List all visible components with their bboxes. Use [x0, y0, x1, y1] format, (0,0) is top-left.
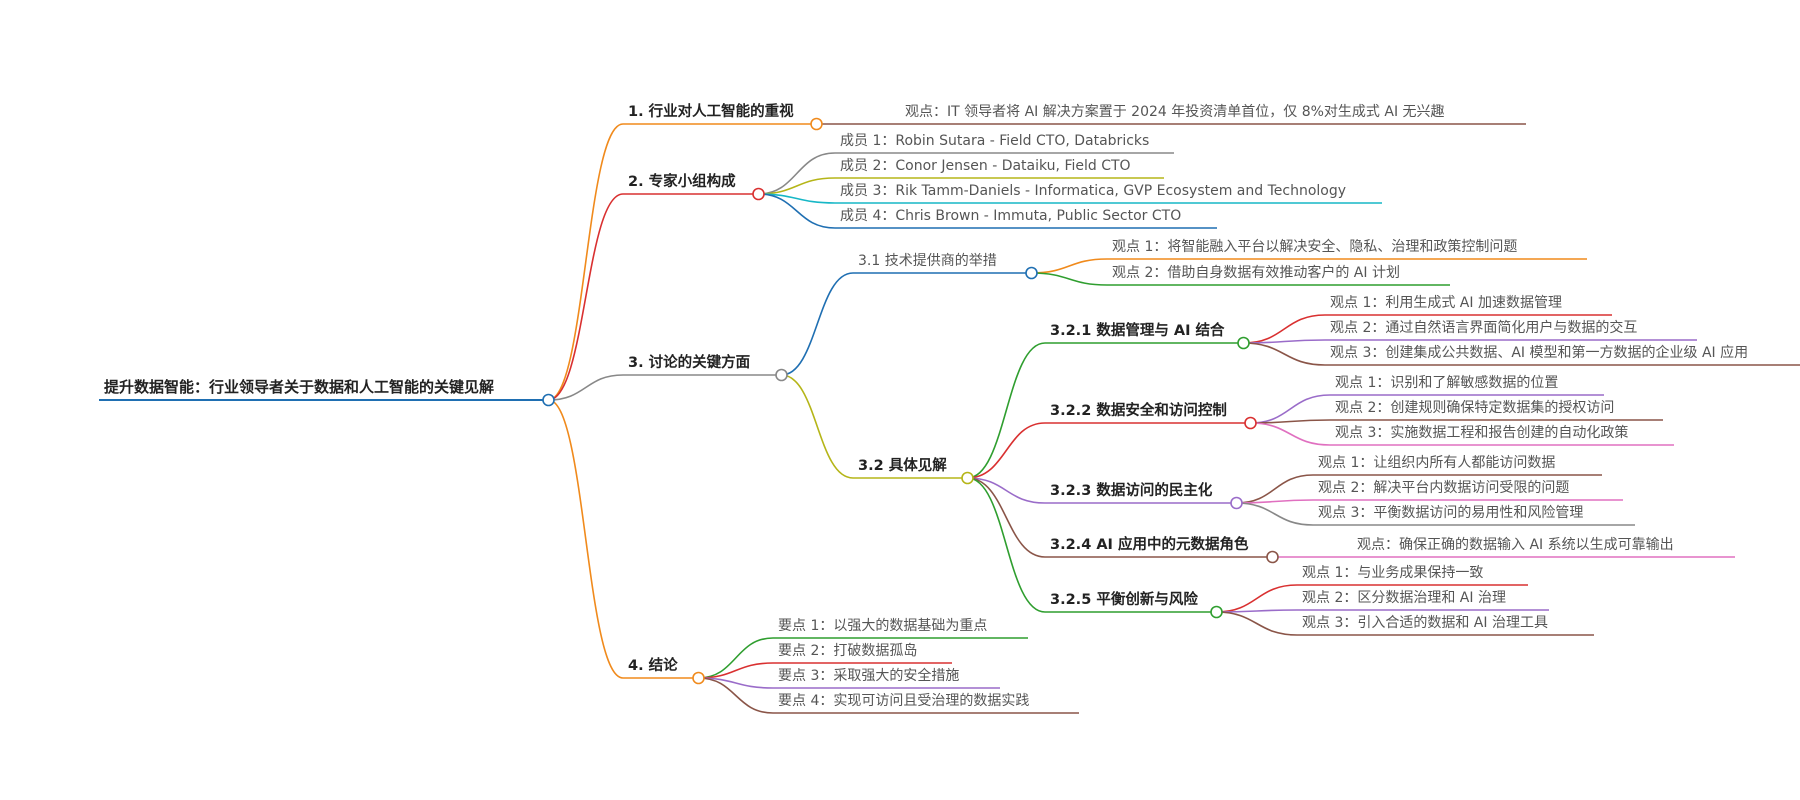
node-2-1-collapse-toggle[interactable]	[961, 471, 974, 485]
node-2-1-1-2-label[interactable]: 观点 3：实施数据工程和报告创建的自动化政策	[1335, 424, 1628, 441]
node-2-1-2-1-label[interactable]: 观点 2：解决平台内数据访问受限的问题	[1318, 480, 1569, 496]
node-2-0-1-label[interactable]: 观点 2：借助自身数据有效推动客户的 AI 计划	[1112, 264, 1400, 281]
node-2-1-4-label[interactable]: 3.2.5 平衡创新与风险	[1050, 590, 1198, 608]
node-2-1-0-connector	[967, 342, 1046, 479]
node-2-1-4-connector	[967, 477, 1046, 613]
node-2-1-2-2-label[interactable]: 观点 3：平衡数据访问的易用性和风险管理	[1318, 505, 1583, 521]
node-3-3-label[interactable]: 要点 4：实现可访问且受治理的数据实践	[778, 693, 1029, 709]
node-2-label[interactable]: 3. 讨论的关键方面	[628, 353, 750, 371]
node-2-0-connector	[781, 272, 854, 376]
node-1-label[interactable]: 2. 专家小组构成	[628, 172, 736, 190]
node-3-1-label[interactable]: 要点 2：打破数据孤岛	[778, 642, 917, 659]
node-2-1-4-2-label[interactable]: 观点 3：引入合适的数据和 AI 治理工具	[1302, 615, 1548, 631]
node-2-1-label[interactable]: 3.2 具体见解	[858, 456, 947, 474]
node-3-label[interactable]: 4. 结论	[628, 656, 678, 674]
node-2-1-4-collapse-toggle[interactable]	[1210, 605, 1223, 619]
node-0-collapse-toggle[interactable]	[810, 117, 823, 131]
node-2-0-0-label[interactable]: 观点 1：将智能融入平台以解决安全、隐私、治理和政策控制问题	[1112, 238, 1517, 255]
node-1-2-label[interactable]: 成员 3：Rik Tamm-Daniels - Informatica, GVP…	[840, 183, 1346, 199]
node-0-0-label[interactable]: 观点：IT 领导者将 AI 解决方案置于 2024 年投资清单首位，仅 8%对生…	[905, 103, 1445, 120]
node-3-1-connector	[698, 662, 774, 679]
node-2-0-collapse-toggle[interactable]	[1025, 266, 1038, 280]
node-2-1-connector	[781, 374, 854, 479]
node-2-1-3-collapse-toggle[interactable]	[1266, 550, 1279, 564]
node-1-1-connector	[758, 177, 836, 195]
node-2-1-1-0-label[interactable]: 观点 1：识别和了解敏感数据的位置	[1335, 374, 1558, 391]
node-1-connector	[548, 193, 624, 401]
node-2-0-0-connector	[1031, 258, 1108, 274]
node-1-3-connector	[758, 193, 836, 229]
node-1-3-label[interactable]: 成员 4：Chris Brown - Immuta, Public Sector…	[840, 208, 1181, 224]
root-topic-label[interactable]: 提升数据智能：行业领导者关于数据和人工智能的关键见解	[104, 378, 494, 396]
node-2-1-3-connector	[967, 477, 1046, 558]
node-2-1-2-connector	[967, 477, 1046, 504]
node-2-1-3-label[interactable]: 3.2.4 AI 应用中的元数据角色	[1050, 535, 1249, 553]
node-2-1-0-collapse-toggle[interactable]	[1237, 336, 1250, 350]
node-3-2-label[interactable]: 要点 3：采取强大的安全措施	[778, 667, 959, 684]
node-0-label[interactable]: 1. 行业对人工智能的重视	[628, 102, 794, 120]
node-1-1-label[interactable]: 成员 2：Conor Jensen - Dataiku, Field CTO	[840, 158, 1131, 174]
node-2-1-4-0-label[interactable]: 观点 1：与业务成果保持一致	[1302, 565, 1483, 581]
node-2-1-1-connector	[967, 422, 1046, 479]
node-2-0-label[interactable]: 3.1 技术提供商的举措	[858, 253, 997, 269]
node-2-1-1-2-connector	[1250, 422, 1331, 446]
node-3-0-connector	[698, 637, 774, 679]
node-2-1-0-2-label[interactable]: 观点 3：创建集成公共数据、AI 模型和第一方数据的企业级 AI 应用	[1330, 344, 1748, 361]
node-3-3-connector	[698, 677, 774, 714]
node-2-1-0-2-connector	[1243, 342, 1326, 366]
node-2-1-1-1-label[interactable]: 观点 2：创建规则确保特定数据集的授权访问	[1335, 399, 1614, 416]
node-2-1-0-label[interactable]: 3.2.1 数据管理与 AI 结合	[1050, 321, 1225, 339]
node-3-collapse-toggle[interactable]	[692, 671, 705, 685]
node-2-1-2-2-connector	[1236, 502, 1314, 526]
node-2-1-2-collapse-toggle[interactable]	[1230, 496, 1243, 510]
node-2-collapse-toggle[interactable]	[775, 368, 788, 382]
node-2-1-0-1-label[interactable]: 观点 2：通过自然语言界面简化用户与数据的交互	[1330, 319, 1637, 336]
node-2-1-4-2-connector	[1216, 611, 1298, 636]
node-2-0-1-connector	[1031, 272, 1108, 286]
node-0-connector	[548, 123, 624, 401]
node-2-1-1-collapse-toggle[interactable]	[1244, 416, 1257, 430]
node-2-1-2-0-connector	[1236, 474, 1314, 504]
node-2-1-1-label[interactable]: 3.2.2 数据安全和访问控制	[1050, 401, 1227, 419]
node-2-1-3-0-label[interactable]: 观点：确保正确的数据输入 AI 系统以生成可靠输出	[1357, 537, 1674, 553]
node-3-0-label[interactable]: 要点 1：以强大的数据基础为重点	[778, 617, 987, 634]
node-1-0-connector	[758, 152, 836, 195]
node-1-0-label[interactable]: 成员 1：Robin Sutara - Field CTO, Databrick…	[840, 133, 1149, 149]
node-2-1-2-0-label[interactable]: 观点 1：让组织内所有人都能访问数据	[1318, 455, 1555, 471]
node-2-connector	[548, 374, 624, 401]
node-3-connector	[548, 399, 624, 679]
node-2-1-4-1-label[interactable]: 观点 2：区分数据治理和 AI 治理	[1302, 590, 1506, 606]
node-1-collapse-toggle[interactable]	[752, 187, 765, 201]
root-topic-collapse-toggle[interactable]	[542, 393, 555, 407]
node-2-1-0-0-label[interactable]: 观点 1：利用生成式 AI 加速数据管理	[1330, 295, 1562, 311]
node-2-1-4-0-connector	[1216, 584, 1298, 613]
node-2-1-0-0-connector	[1243, 314, 1326, 344]
node-2-1-2-label[interactable]: 3.2.3 数据访问的民主化	[1050, 481, 1213, 499]
node-2-1-1-0-connector	[1250, 394, 1331, 424]
